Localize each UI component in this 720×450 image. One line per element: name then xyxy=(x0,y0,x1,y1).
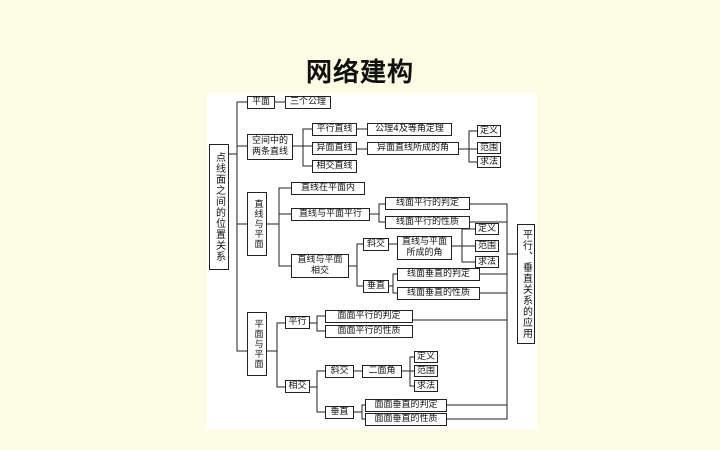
line-plane-node: 直线与平面 xyxy=(247,192,267,256)
parallel-lines-node: 平行直线 xyxy=(312,123,357,136)
lp-perp-criterion-node: 线面垂直的判定 xyxy=(397,268,480,281)
lp-method-node: 求法 xyxy=(475,256,499,268)
lp-oblique-node: 斜交 xyxy=(363,238,389,251)
line-plane-intersect-node: 直线与平面相交 xyxy=(291,254,349,278)
lp-parallel-criterion-node: 线面平行的判定 xyxy=(385,197,470,210)
connector-lines xyxy=(229,101,517,420)
skew-method-node: 求法 xyxy=(477,156,501,168)
pp-method-node: 求法 xyxy=(414,380,438,392)
page-title: 网络建构 xyxy=(305,58,414,88)
lp-perp-node: 垂直 xyxy=(363,280,389,293)
pp-oblique-node: 斜交 xyxy=(325,365,354,378)
pp-parallel-criterion-node: 面面平行的判定 xyxy=(325,310,413,323)
line-plane-parallel-node: 直线与平面平行 xyxy=(291,208,370,221)
concept-map: 点线面之间的位置关系 平行、垂直关系的应用 平面 三个公理 空间中的两条直线 平… xyxy=(207,94,537,429)
pp-parallel-property-node: 面面平行的性质 xyxy=(325,325,413,338)
pp-definition-node: 定义 xyxy=(414,351,438,363)
dihedral-angle-node: 二面角 xyxy=(362,365,402,378)
axiom4-node: 公理4及等角定理 xyxy=(367,123,452,136)
axioms-node: 三个公理 xyxy=(285,96,331,109)
spatial-lines-node: 空间中的两条直线 xyxy=(247,134,293,160)
skew-lines-node: 异面直线 xyxy=(312,142,357,155)
pp-perp-criterion-node: 面面垂直的判定 xyxy=(365,399,447,412)
skew-definition-node: 定义 xyxy=(477,125,501,137)
application-node: 平行、垂直关系的应用 xyxy=(517,224,535,344)
line-in-plane-node: 直线在平面内 xyxy=(291,182,365,195)
lp-definition-node: 定义 xyxy=(475,223,499,235)
pp-intersect-node: 相交 xyxy=(285,380,310,393)
pp-range-node: 范围 xyxy=(414,365,438,377)
skew-range-node: 范围 xyxy=(477,142,501,154)
plane-node: 平面 xyxy=(247,96,275,109)
intersecting-lines-node: 相交直线 xyxy=(312,160,357,173)
pp-perp-node: 垂直 xyxy=(325,406,354,419)
skew-angle-node: 异面直线所成的角 xyxy=(367,142,459,155)
lp-parallel-property-node: 线面平行的性质 xyxy=(385,216,470,229)
root-node: 点线面之间的位置关系 xyxy=(209,144,229,270)
lp-range-node: 范围 xyxy=(475,240,499,252)
lp-angle-node: 直线与平面所成的角 xyxy=(397,236,452,260)
lp-perp-property-node: 线面垂直的性质 xyxy=(397,287,480,300)
pp-parallel-node: 平行 xyxy=(285,316,310,329)
plane-plane-node: 平面与平面 xyxy=(247,312,267,376)
pp-perp-property-node: 面面垂直的性质 xyxy=(365,413,447,426)
